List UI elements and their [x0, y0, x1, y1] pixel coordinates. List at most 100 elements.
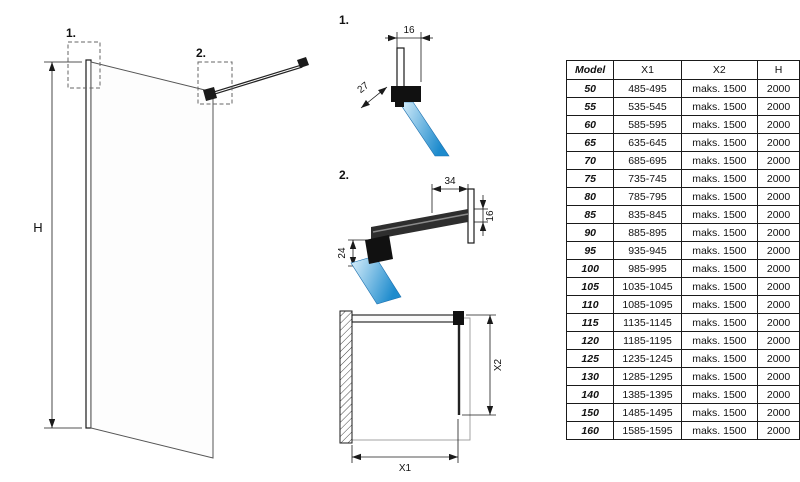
spec-cell: 2000 [757, 313, 800, 332]
spec-cell: 1135-1145 [613, 313, 682, 332]
spec-cell-model: 60 [565, 115, 615, 134]
spec-cell: 2000 [757, 259, 800, 278]
d1-wall-profile [396, 47, 405, 89]
spec-cell-model: 125 [565, 349, 615, 368]
spec-cell: 2000 [757, 295, 800, 314]
spec-cell: 785-795 [613, 187, 682, 206]
d1-diag-dim-line [360, 86, 388, 109]
detail-1-drawing: 1. 16 27 [339, 13, 450, 157]
spec-cell: maks. 1500 [680, 367, 759, 386]
spec-cell-model: 95 [565, 241, 615, 260]
spec-cell: 2000 [757, 151, 800, 170]
spec-cell-model: 70 [565, 151, 615, 170]
d2-dim-24-label: 24 [337, 247, 348, 259]
support-arm-highlight [210, 65, 303, 95]
spec-cell: maks. 1500 [680, 205, 759, 224]
detail-1-marker: 1. [66, 26, 76, 40]
x1-dim-label: X1 [399, 463, 412, 474]
spec-header-row: Model X1 X2 H [565, 60, 800, 80]
spec-cell: 2000 [757, 349, 800, 368]
d2-wall-profile [467, 188, 475, 244]
col-header-x2: X2 [680, 60, 759, 80]
d1-dim-top-label: 16 [403, 25, 415, 36]
spec-cell-model: 150 [565, 403, 615, 422]
detail-2-marker: 2. [196, 46, 206, 60]
spec-cell: maks. 1500 [680, 223, 759, 242]
spec-cell: 835-845 [613, 205, 682, 224]
d2-dim-16-label: 16 [485, 210, 496, 222]
spec-table-head: Model X1 X2 H [565, 60, 800, 80]
spec-cell-model: 90 [565, 223, 615, 242]
spec-cell-model: 115 [565, 313, 615, 332]
spec-cell-model: 75 [565, 169, 615, 188]
d2-dim-34-label: 34 [444, 176, 456, 187]
spec-cell-model: 50 [565, 79, 615, 98]
spec-cell: 2000 [757, 187, 800, 206]
spec-cell: 1585-1595 [613, 421, 682, 440]
d1-clamp-tab [395, 102, 404, 107]
spec-cell: maks. 1500 [680, 169, 759, 188]
spec-cell: 2000 [757, 169, 800, 188]
d1-glass-section [398, 101, 450, 157]
spec-cell: 1085-1095 [613, 295, 682, 314]
spec-cell: 2000 [757, 421, 800, 440]
d2-arm-highlight [372, 213, 469, 233]
room-outline [351, 317, 471, 441]
h-dim-label: H [33, 220, 42, 235]
spec-cell: 885-895 [613, 223, 682, 242]
spec-cell-model: 140 [565, 385, 615, 404]
spec-cell: maks. 1500 [680, 277, 759, 296]
spec-cell: maks. 1500 [680, 241, 759, 260]
spec-cell: maks. 1500 [680, 115, 759, 134]
plan-drawing: X2 X1 [339, 310, 504, 474]
spec-cell: 1035-1045 [613, 277, 682, 296]
d1-clamp-bracket [391, 86, 421, 102]
spec-cell-model: 130 [565, 367, 615, 386]
spec-cell: maks. 1500 [680, 79, 759, 98]
spec-cell: 2000 [757, 277, 800, 296]
detail-1-label: 1. [339, 13, 349, 27]
spec-cell: maks. 1500 [680, 403, 759, 422]
spec-cell: maks. 1500 [680, 421, 759, 440]
spec-cell: 2000 [757, 97, 800, 116]
spec-cell: 1485-1495 [613, 403, 682, 422]
spec-cell-model: 85 [565, 205, 615, 224]
spec-cell: maks. 1500 [680, 259, 759, 278]
spec-cell: 2000 [757, 331, 800, 350]
col-header-model: Model [565, 60, 615, 80]
spec-cell-model: 80 [565, 187, 615, 206]
d2-glass-section [350, 255, 402, 305]
x2-dim-label: X2 [493, 358, 504, 371]
elevation-drawing: H 1. 2. [33, 26, 309, 459]
col-header-x1: X1 [613, 60, 682, 80]
spec-cell: 635-645 [613, 133, 682, 152]
detail-2-drawing: 2. 34 16 24 [337, 168, 496, 305]
spec-cell: 2000 [757, 241, 800, 260]
spec-cell: 985-995 [613, 259, 682, 278]
spec-cell: maks. 1500 [680, 331, 759, 350]
spec-cell: 1385-1395 [613, 385, 682, 404]
spec-cell: 735-745 [613, 169, 682, 188]
spec-cell: maks. 1500 [680, 385, 759, 404]
glass-panel [90, 61, 214, 459]
spec-cell: maks. 1500 [680, 97, 759, 116]
arm-bracket-plan [453, 311, 464, 325]
d2-arm-section [371, 209, 468, 240]
spec-cell: 1235-1245 [613, 349, 682, 368]
spec-cell-model: 120 [565, 331, 615, 350]
spec-cell: 1185-1195 [613, 331, 682, 350]
col-header-h: H [757, 60, 800, 80]
